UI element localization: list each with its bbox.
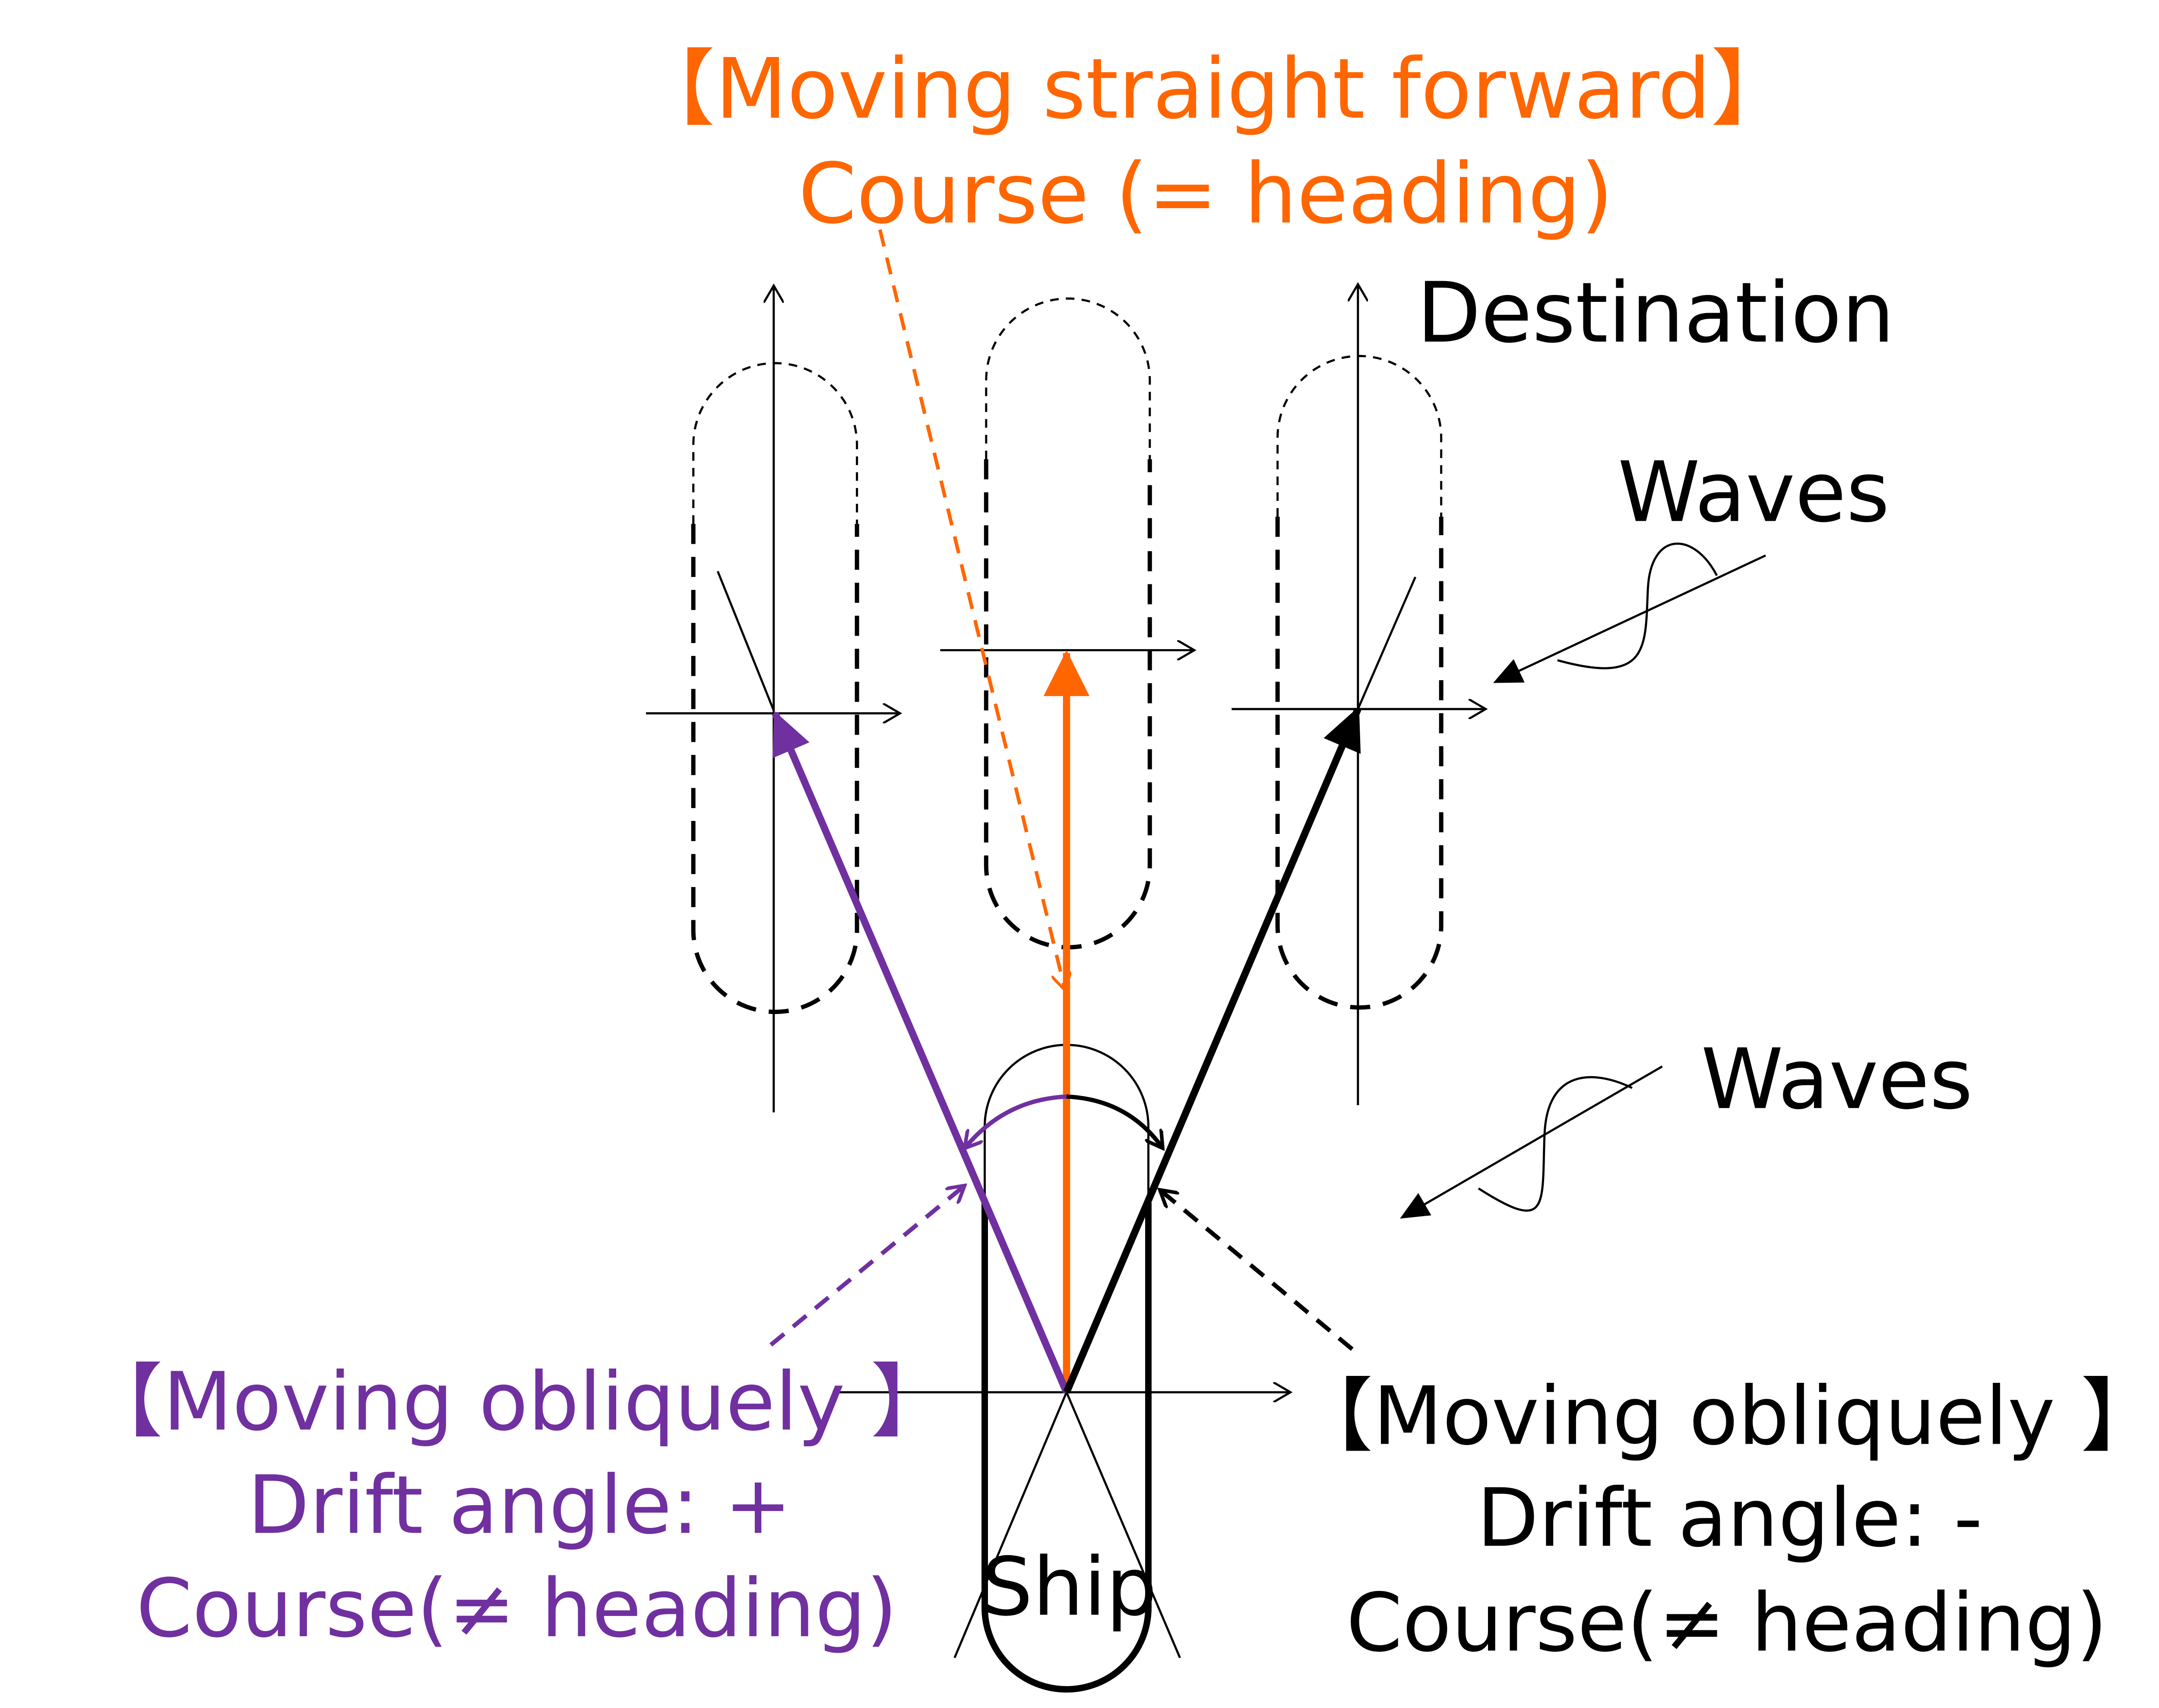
leader-left: [769, 1185, 965, 1347]
straight-title: 【Moving straight forward】: [632, 41, 1794, 138]
right-course: Course(≠ heading): [1346, 1576, 2108, 1670]
leader-right: [1160, 1190, 1354, 1351]
left-course: Course(≠ heading): [136, 1562, 897, 1655]
left-title: 【Moving obliquely 】: [82, 1355, 951, 1448]
course-arrow-left: [772, 710, 1070, 1394]
leader-straight: [878, 229, 1065, 990]
left-drift: Drift angle: +: [247, 1458, 791, 1552]
destination-label: Destination: [1417, 265, 1894, 361]
waves-upper-label: Waves: [1618, 444, 1890, 541]
ship-label: Ship: [982, 1540, 1157, 1634]
right-title: 【Moving obliquely 】: [1293, 1369, 2159, 1463]
axes-right: [1231, 284, 1485, 1106]
ship: [833, 1044, 1290, 1693]
axes-left: [646, 285, 900, 1112]
straight-subtitle: Course (= heading): [798, 146, 1613, 242]
drift-arc-right: [1066, 1094, 1163, 1148]
ship-outline-left: [691, 362, 859, 1014]
ship-outline-right: [1275, 355, 1444, 1010]
waves-lower-icon: [1400, 1065, 1663, 1219]
drift-arc-left: [965, 1094, 1067, 1148]
right-drift: Drift angle: -: [1477, 1471, 1983, 1565]
course-arrow-right: [1063, 706, 1361, 1394]
waves-upper-icon: [1493, 542, 1766, 683]
waves-lower-label: Waves: [1701, 1031, 1973, 1128]
